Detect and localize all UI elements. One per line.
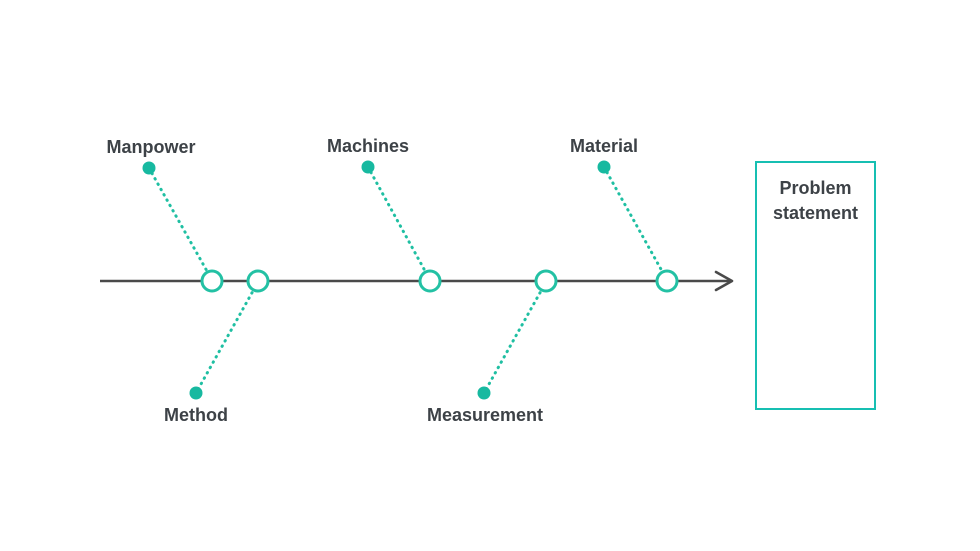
branch-label-measurement: Measurement <box>427 405 543 425</box>
end-dot-method <box>189 386 203 400</box>
node-circle-material <box>655 269 679 293</box>
problem-statement-label: Problem statement <box>772 178 859 223</box>
branch-label-material: Material <box>570 136 638 156</box>
node-circle-method <box>246 269 270 293</box>
branch-label-manpower: Manpower <box>106 137 195 157</box>
node-circle-machines <box>418 269 442 293</box>
branch-label-machines: Machines <box>327 136 409 156</box>
branch-label-method: Method <box>164 405 228 425</box>
branch-line-method <box>194 280 260 395</box>
branch-line-machines <box>366 165 432 282</box>
end-dot-manpower <box>142 161 156 175</box>
node-circle-measurement <box>534 269 558 293</box>
node-circle-manpower <box>200 269 224 293</box>
branch-line-material <box>602 165 669 282</box>
problem-statement-box: Problem statement <box>755 161 876 410</box>
spine-arrowhead-icon <box>714 270 734 292</box>
branch-line-measurement <box>482 280 548 395</box>
end-dot-measurement <box>477 386 491 400</box>
end-dot-material <box>597 160 611 174</box>
branch-line-manpower <box>147 166 214 282</box>
end-dot-machines <box>361 160 375 174</box>
